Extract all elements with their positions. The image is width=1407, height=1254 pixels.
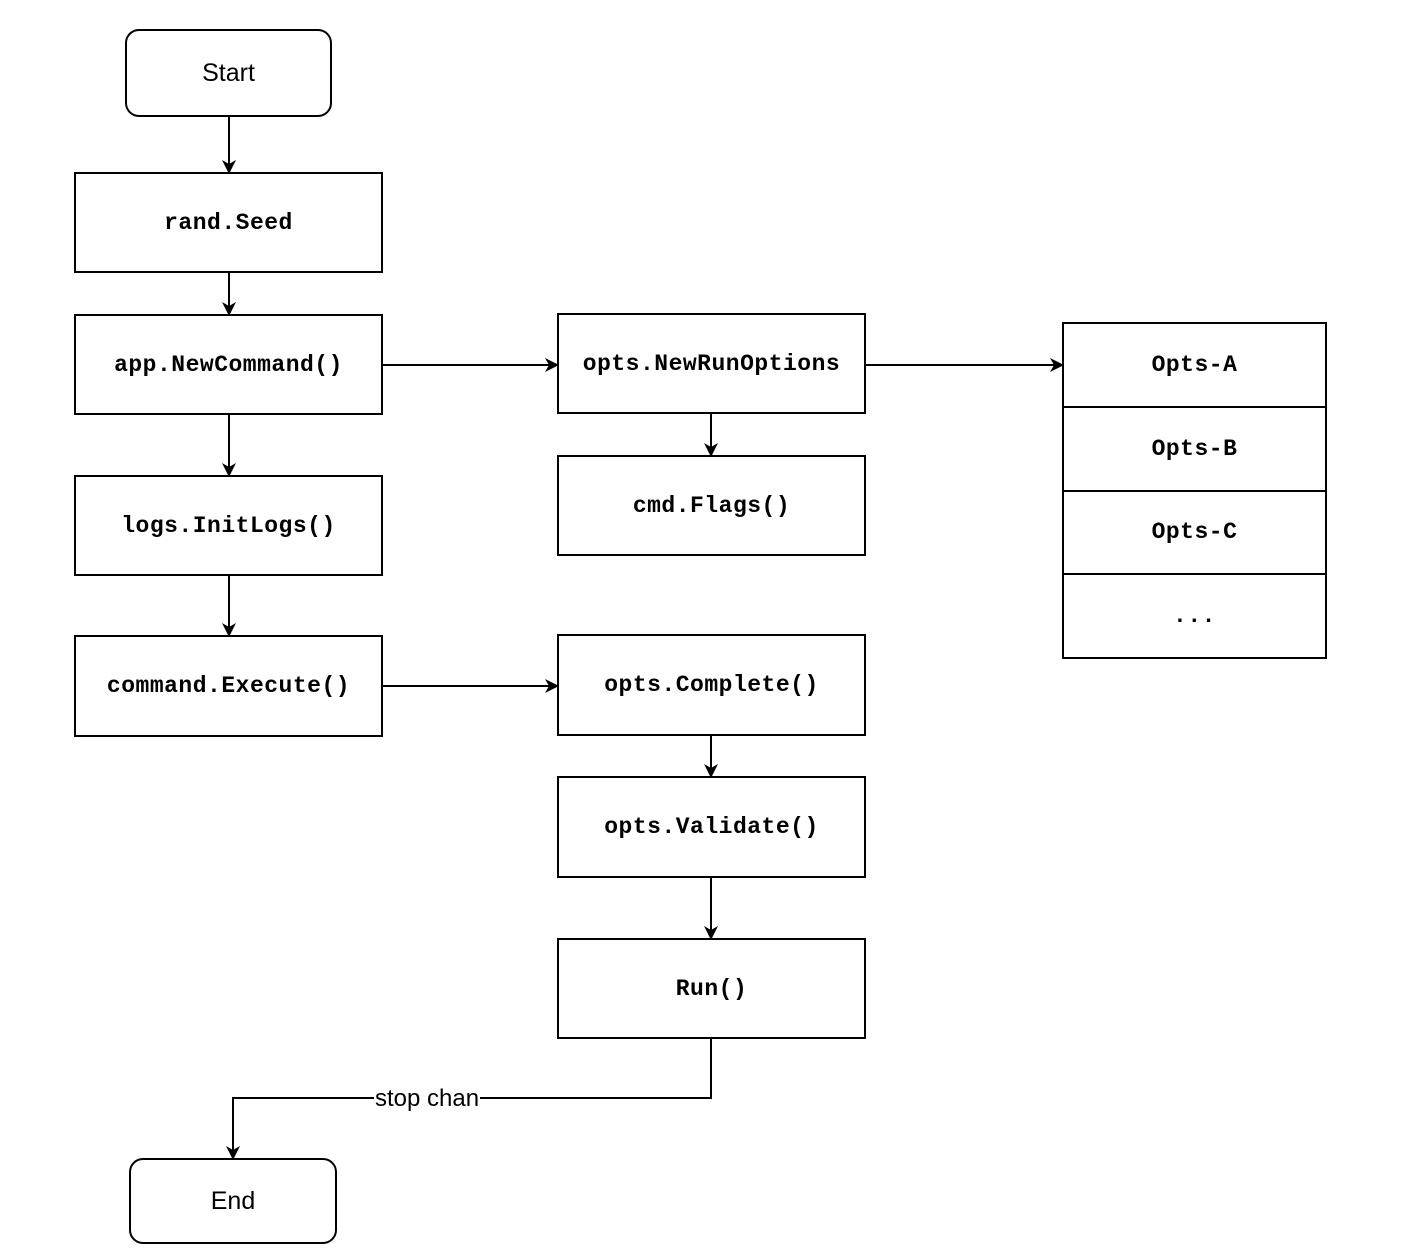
opts-validate-node-label: opts.Validate() [604,814,819,840]
options-stack-item-c: Opts-C [1064,492,1325,576]
logs-init-logs-node: logs.InitLogs() [74,475,383,576]
run-node: Run() [557,938,866,1039]
rand-seed-node-label: rand.Seed [164,209,293,236]
opts-complete-node-label: opts.Complete() [604,672,819,698]
command-execute-node-label: command.Execute() [106,673,351,699]
end-node: End [129,1158,337,1244]
end-node-label: End [210,1186,256,1215]
cmd-flags-node: cmd.Flags() [557,455,866,556]
rand-seed-node: rand.Seed [74,172,383,273]
options-stack-item-b: Opts-B [1064,408,1325,492]
opts-validate-node: opts.Validate() [557,776,866,878]
command-execute-node: command.Execute() [74,635,383,737]
opts-complete-node: opts.Complete() [557,634,866,736]
cmd-flags-node-label: cmd.Flags() [632,492,791,519]
start-node: Start [125,29,332,117]
app-new-command-node: app.NewCommand() [74,314,383,415]
options-stack: Opts-A Opts-B Opts-C ... [1062,322,1327,659]
stop-chan-edge-label: stop chan [374,1085,481,1112]
options-stack-item-a: Opts-A [1064,324,1325,408]
opts-new-run-options-node: opts.NewRunOptions [557,313,866,414]
opts-new-run-options-node-label: opts.NewRunOptions [582,350,841,377]
options-stack-item-more: ... [1173,603,1216,630]
app-new-command-node-label: app.NewCommand() [114,351,343,378]
run-node-label: Run() [675,975,748,1002]
logs-init-logs-node-label: logs.InitLogs() [121,512,336,539]
start-node-label: Start [202,58,255,87]
